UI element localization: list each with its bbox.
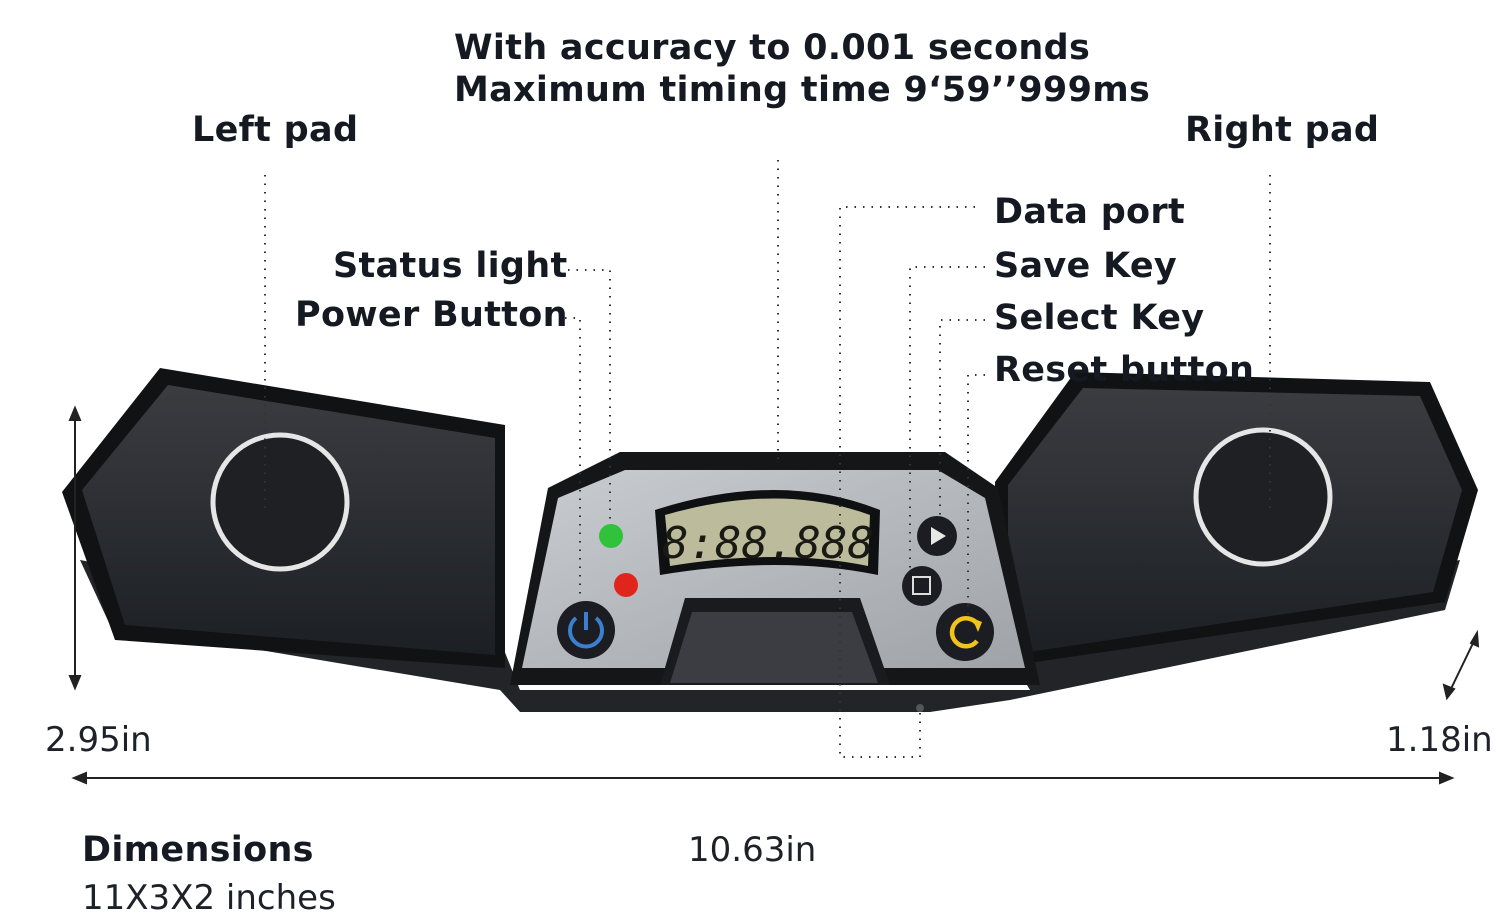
dimension-depth: 1.18in	[1386, 720, 1493, 760]
label-select-key: Select Key	[994, 298, 1205, 338]
label-power-button: Power Button	[295, 295, 568, 335]
reset-button[interactable]	[936, 603, 994, 661]
timer-base	[80, 560, 1460, 712]
right-pad-sensor	[1193, 427, 1333, 567]
leader-lines	[264, 160, 1271, 758]
headline-accuracy: With accuracy to 0.001 seconds	[454, 28, 1091, 68]
dimensions-summary: 11X3X2 inches	[82, 878, 336, 917]
label-right-pad: Right pad	[1185, 110, 1380, 150]
status-light-green	[599, 524, 623, 548]
label-data-port: Data port	[994, 192, 1185, 232]
reset-icon	[949, 616, 980, 649]
power-button[interactable]	[557, 601, 615, 659]
status-light-red	[614, 573, 638, 597]
select-key[interactable]	[917, 516, 957, 556]
dimension-arrows	[68, 405, 1480, 785]
label-left-pad: Left pad	[192, 110, 359, 150]
power-icon	[568, 616, 604, 649]
lcd-readout: 8:88.888	[662, 518, 874, 569]
label-status-light: Status light	[333, 246, 568, 286]
dimensions-title: Dimensions	[82, 830, 314, 870]
label-reset-button: Reset button	[994, 350, 1255, 390]
save-key[interactable]	[902, 566, 942, 606]
play-icon	[931, 527, 946, 545]
floppy-icon	[912, 576, 931, 595]
label-save-key: Save Key	[994, 246, 1178, 286]
left-pad-sensor	[210, 432, 350, 572]
dimension-height: 2.95in	[45, 720, 152, 760]
data-port	[916, 704, 924, 712]
headline-max-time: Maximum timing time 9‘59’’999ms	[454, 70, 1151, 110]
dimension-width: 10.63in	[688, 830, 817, 870]
